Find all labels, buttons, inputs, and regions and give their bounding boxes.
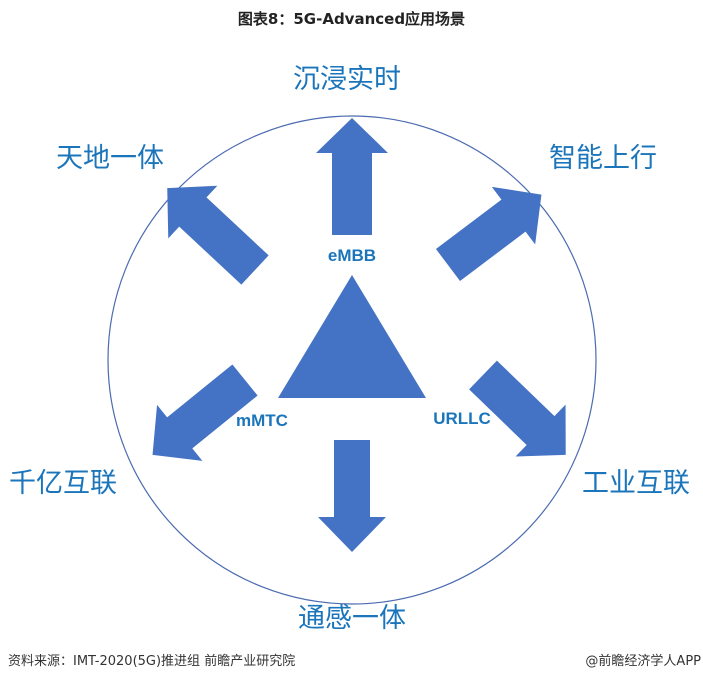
source-note: 资料来源：IMT-2020(5G)推进组 前瞻产业研究院 (8, 654, 296, 669)
label-embb: eMBB (328, 246, 376, 265)
label-urllc: URLLC (433, 409, 491, 428)
credit: @前瞻经济学人APP (585, 654, 701, 669)
outer-circle (107, 115, 597, 605)
arrow-lower-right (469, 360, 566, 457)
scenario-upper-left: 天地一体 (56, 143, 164, 174)
scenario-upper-right: 智能上行 (549, 143, 657, 174)
figure-title: 图表8：5G-Advanced应用场景 (237, 10, 466, 28)
center-triangle (278, 275, 426, 398)
scenario-lower-right: 工业互联 (582, 468, 690, 499)
scenario-bottom: 通感一体 (298, 603, 406, 634)
scenario-top: 沉浸实时 (293, 64, 401, 95)
label-mmtc: mMTC (236, 411, 288, 430)
arrow-upper-right (435, 186, 542, 281)
arrow-up (316, 118, 388, 235)
arrow-down (318, 440, 386, 552)
arrow-lower-left (152, 364, 258, 461)
arrow-upper-left (167, 185, 269, 285)
scenario-lower-left: 千亿互联 (9, 468, 117, 499)
